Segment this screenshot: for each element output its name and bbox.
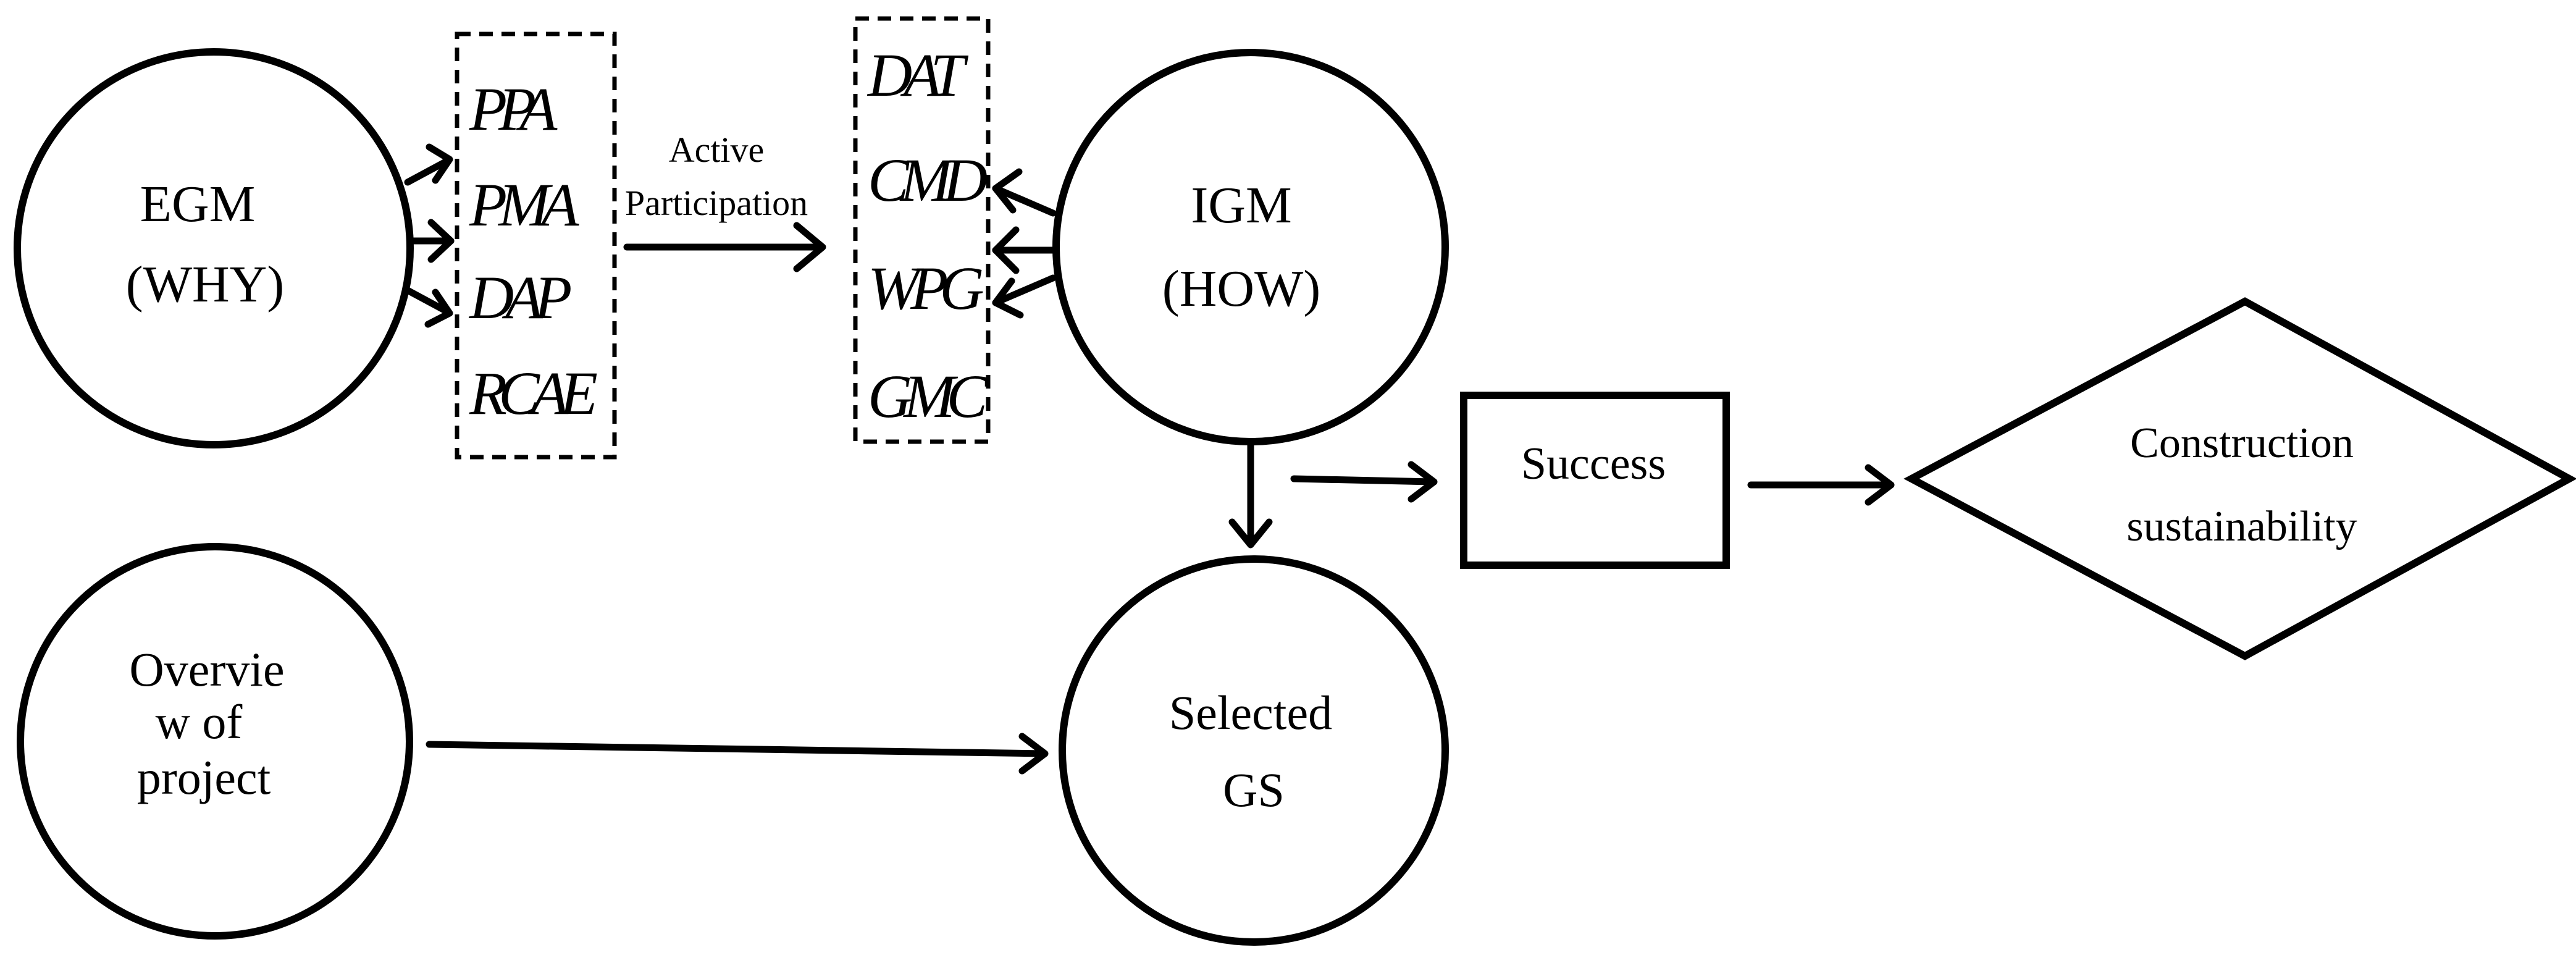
factor-wpg: WPG: [868, 254, 983, 322]
active-participation-arrow: [623, 222, 826, 272]
left-factor-box: PPA PMA DAP RCAE: [455, 32, 617, 460]
factor-ppa: PPA: [469, 75, 558, 143]
right-factor-box: DAT CMD WPG GMC: [853, 16, 997, 444]
egm-node: EGM (WHY): [14, 48, 414, 448]
construction-label-line2: sustainability: [2126, 503, 2357, 550]
igm-node: IGM (HOW): [1052, 49, 1449, 445]
overview-node: Overvie w of project: [17, 543, 413, 940]
selected-label: Selected: [1169, 686, 1332, 739]
egm-sublabel: (WHY): [126, 256, 285, 313]
factor-pma: PMA: [469, 170, 579, 239]
egm-label: EGM: [140, 175, 256, 233]
overview-line2: w of: [156, 695, 243, 749]
selected-sublabel: GS: [1223, 763, 1285, 817]
success-node: Success: [1460, 392, 1730, 569]
selected-gs-node: Selected GS: [1059, 555, 1449, 946]
factor-gmc: GMC: [868, 362, 989, 431]
success-label: Success: [1521, 439, 1666, 489]
overview-line3: project: [137, 751, 271, 804]
to-success-arrow: [1290, 461, 1438, 503]
success-to-construction-arrow: [1747, 464, 1895, 506]
factor-dat: DAT: [866, 41, 969, 109]
igm-to-factors-arrows: [992, 168, 1057, 319]
construction-sustainability-node: Construction sustainability: [1903, 297, 2576, 660]
edge-label-line2: Participation: [625, 183, 808, 223]
overview-line1: Overvie: [129, 642, 284, 696]
edge-label-line1: Active: [669, 130, 765, 170]
factor-cmd: CMD: [868, 146, 987, 214]
igm-to-selected-arrow: [1228, 441, 1273, 549]
overview-to-selected-arrow: [426, 733, 1049, 775]
egm-to-factors-arrows: [404, 143, 455, 328]
igm-sublabel: (HOW): [1162, 260, 1321, 318]
factor-rcae: RCAE: [469, 359, 597, 427]
construction-label-line1: Construction: [2130, 419, 2354, 467]
igm-label: IGM: [1191, 177, 1291, 234]
factor-dap: DAP: [468, 263, 571, 332]
